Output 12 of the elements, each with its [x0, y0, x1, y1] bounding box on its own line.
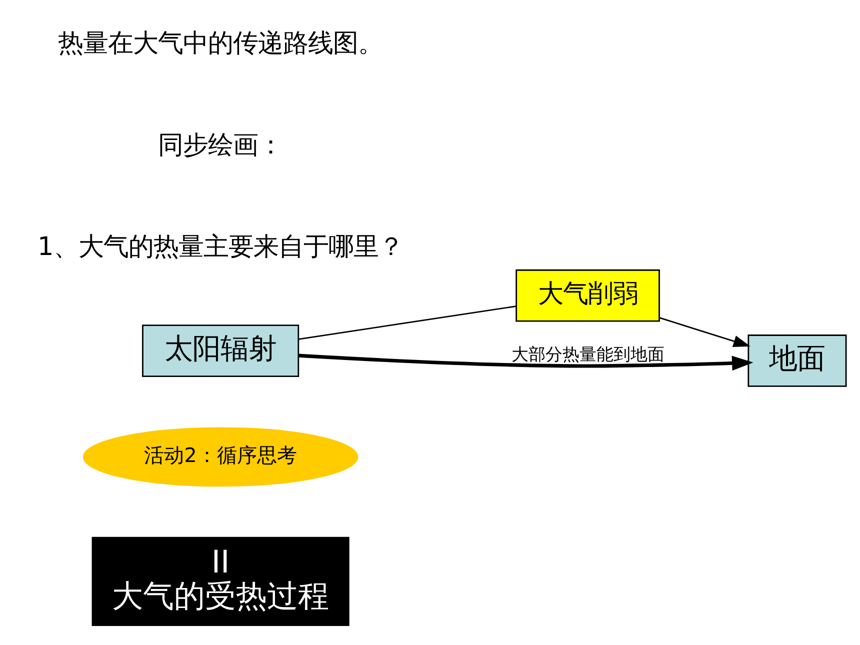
connector [298, 306, 516, 340]
node-box: II 大气的受热过程 [92, 536, 350, 626]
node-box: 大气削弱 [516, 269, 660, 322]
arrow [660, 317, 750, 347]
node-box: 地面 [748, 334, 847, 387]
label: 热量在大气中的传递路线图。 [58, 28, 384, 58]
label: 1、大气的热量主要来自于哪里？ [37, 232, 404, 262]
node-box: 太阳辐射 [142, 324, 300, 377]
edge-label: 大部分热量能到地面 [511, 345, 664, 366]
arrow [298, 354, 754, 371]
node-ellipse: 活动2：循序思考 [82, 427, 358, 487]
label: 同步绘画： [158, 130, 284, 160]
